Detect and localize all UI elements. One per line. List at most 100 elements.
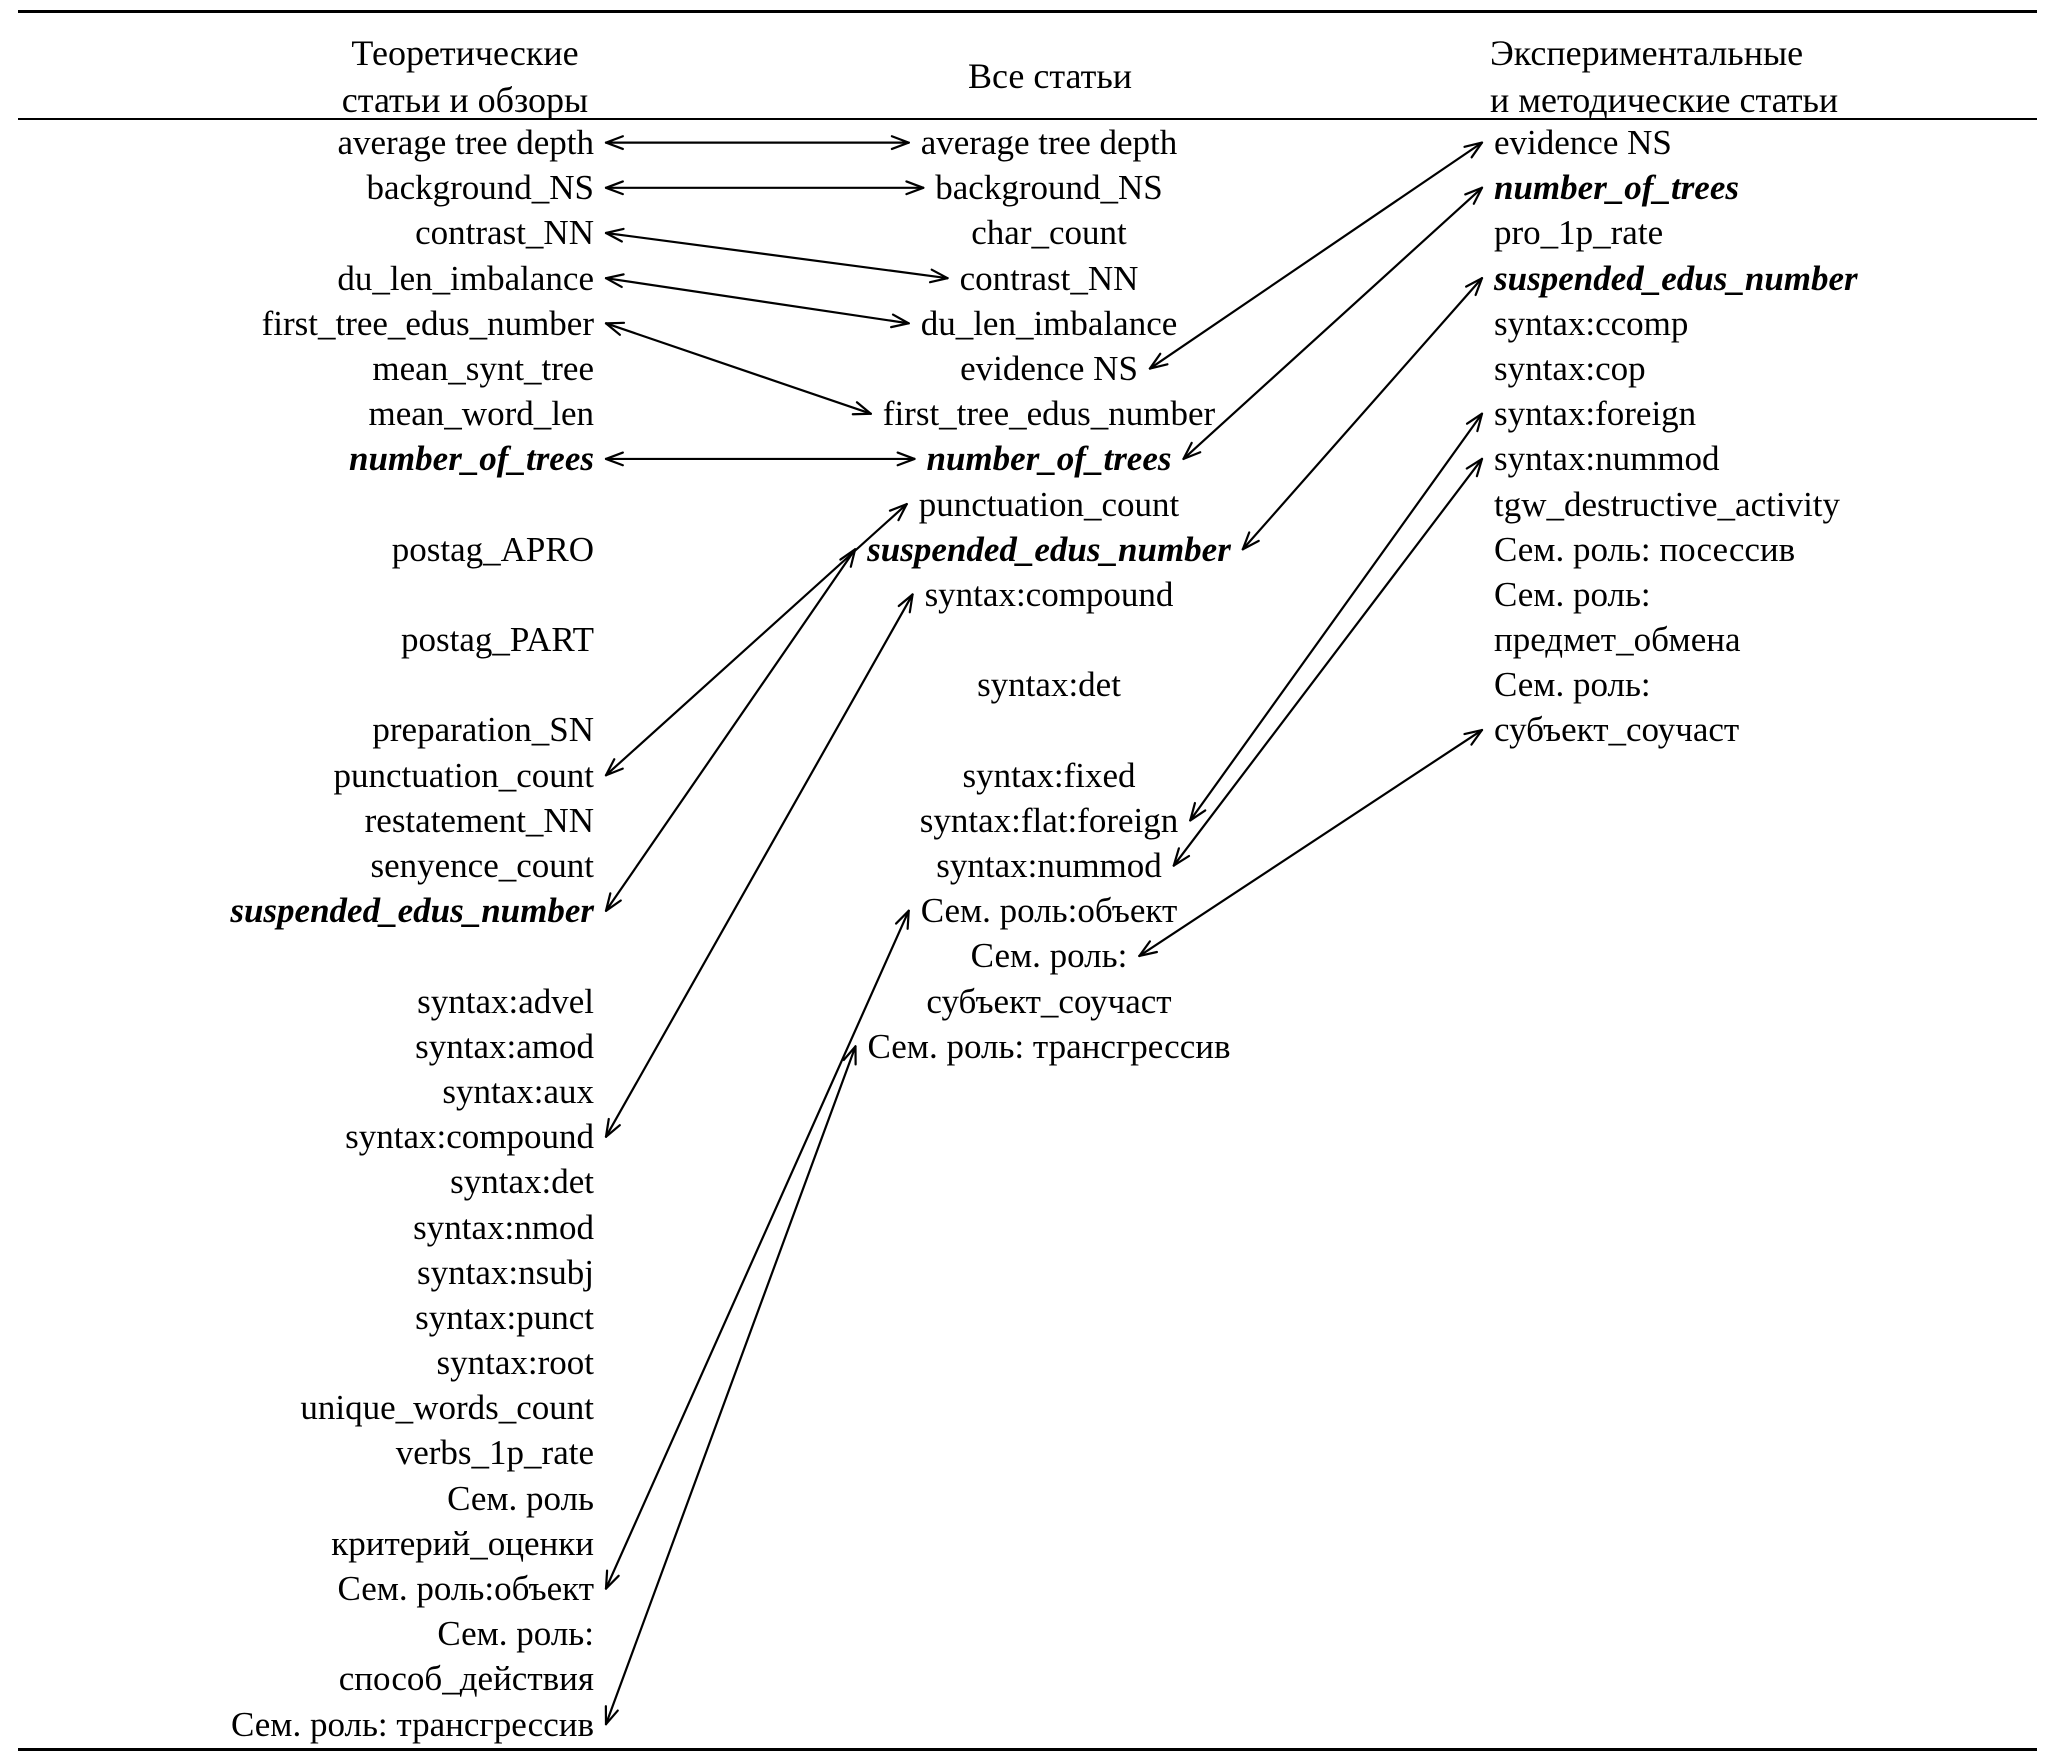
feature-item-text: suspended_edus_number [230, 891, 594, 931]
feature-item: number_of_trees [100, 436, 594, 481]
feature-item: syntax:compound [809, 572, 1289, 617]
feature-item-text: syntax:foreign [1494, 394, 1697, 434]
feature-item: postag_PART [100, 617, 594, 662]
feature-item-text: syntax:nsubj [417, 1252, 594, 1292]
feature-item-blank [809, 617, 1289, 662]
feature-item: senyence_count [100, 843, 594, 888]
feature-item-text: du_len_imbalance [920, 303, 1178, 343]
feature-item-text: Сем. роль: трансгрессив [867, 1026, 1231, 1066]
feature-item-text: Сем. роль: трансгрессив [230, 1704, 594, 1744]
feature-item-text: first_tree_edus_number [261, 303, 594, 343]
feature-item-text: syntax:nummod [936, 846, 1162, 885]
feature-item: background_NS [100, 165, 594, 210]
feature-item: background_NS [809, 165, 1289, 210]
feature-item-text: Сем. роль:объект [920, 891, 1178, 931]
feature-item-text: char_count [971, 213, 1127, 253]
feature-item: Сем. роль: посессив [1494, 527, 2039, 572]
feature-item-text: syntax:nmod [413, 1207, 594, 1247]
feature-item: evidence NS [809, 346, 1289, 391]
feature-item-text: способ_действия [338, 1659, 594, 1699]
feature-item: first_tree_edus_number [809, 391, 1289, 436]
feature-item-blank [100, 482, 594, 527]
feature-item: syntax:cop [1494, 346, 2039, 391]
feature-item: Сем. роль: [809, 933, 1289, 978]
feature-item: syntax:nmod [100, 1205, 594, 1250]
feature-item: Сем. роль: трансгрессив [809, 1024, 1289, 1069]
feature-item-text: mean_word_len [368, 394, 594, 434]
feature-item: first_tree_edus_number [100, 301, 594, 346]
feature-item-text: syntax:root [436, 1343, 594, 1383]
feature-item: syntax:ccomp [1494, 301, 2039, 346]
feature-item-blank [100, 662, 594, 707]
feature-item: contrast_NN [809, 256, 1289, 301]
feature-item: syntax:nummod [809, 843, 1289, 888]
feature-item-text: verbs_1p_rate [395, 1433, 594, 1473]
header-rule [18, 118, 2037, 120]
feature-item: average tree depth [100, 120, 594, 165]
feature-item: syntax:flat:foreign [809, 798, 1289, 843]
feature-item-text: number_of_trees [1494, 168, 1739, 208]
feature-item: Сем. роль:объект [809, 888, 1289, 933]
feature-item-text: background_NS [935, 168, 1163, 208]
feature-item-text: Сем. роль: [1494, 665, 1651, 705]
feature-item-text: syntax:punct [415, 1297, 594, 1337]
feature-item: syntax:compound [100, 1114, 594, 1159]
feature-item-text: syntax:compound [924, 574, 1174, 614]
feature-item-text: Сем. роль: посессив [1494, 529, 1796, 569]
feature-item-text: tgw_destructive_activity [1494, 484, 1841, 524]
column-header-line: статьи и обзоры [341, 80, 589, 120]
feature-item: Сем. роль: [100, 1611, 594, 1656]
feature-item-text: syntax:aux [442, 1071, 594, 1111]
feature-item: du_len_imbalance [809, 301, 1289, 346]
feature-item: syntax:det [100, 1159, 594, 1204]
feature-item: contrast_NN [100, 210, 594, 255]
feature-item-text: syntax:fixed [962, 755, 1136, 795]
feature-item: number_of_trees [809, 436, 1289, 481]
feature-item: number_of_trees [1494, 165, 2039, 210]
feature-item: Сем. роль [100, 1476, 594, 1521]
column-header-line: Экспериментальные [1490, 33, 1804, 73]
feature-item: mean_word_len [100, 391, 594, 436]
feature-item-text: syntax:det [450, 1162, 594, 1202]
feature-item-text: предмет_обмена [1494, 620, 1741, 660]
feature-item: субъект_соучаст [1494, 707, 2039, 752]
feature-item-text: number_of_trees [926, 439, 1172, 479]
feature-item: предмет_обмена [1494, 617, 2039, 662]
feature-item: postag_APRO [100, 527, 594, 572]
feature-item: du_len_imbalance [100, 256, 594, 301]
feature-item-text: syntax:nummod [1494, 439, 1720, 479]
feature-item-text: average tree depth [337, 123, 594, 162]
feature-item: suspended_edus_number [100, 888, 594, 933]
feature-item-text: number_of_trees [349, 439, 594, 479]
feature-item-text: критерий_оценки [331, 1523, 594, 1563]
feature-item: syntax:det [809, 662, 1289, 707]
feature-item: tgw_destructive_activity [1494, 482, 2039, 527]
feature-item: syntax:fixed [809, 753, 1289, 798]
feature-item: syntax:aux [100, 1069, 594, 1114]
feature-item-text: preparation_SN [372, 710, 594, 750]
feature-item: suspended_edus_number [809, 527, 1289, 572]
feature-item: syntax:nummod [1494, 436, 2039, 481]
feature-item: punctuation_count [100, 753, 594, 798]
feature-item: syntax:advel [100, 979, 594, 1024]
feature-item: restatement_NN [100, 798, 594, 843]
feature-item-text: senyence_count [370, 846, 594, 885]
feature-item-text: Сем. роль:объект [337, 1569, 594, 1608]
column-header-line: и методические статьи [1490, 80, 1839, 120]
feature-item-text: syntax:det [977, 665, 1121, 705]
feature-item: syntax:foreign [1494, 391, 2039, 436]
feature-item: pro_1p_rate [1494, 210, 2039, 255]
column-header-line: Теоретические [351, 33, 579, 73]
feature-item: субъект_соучаст [809, 979, 1289, 1024]
column-header-experimental: Экспериментальные и методические статьи [1490, 30, 2050, 124]
feature-item-text: punctuation_count [918, 484, 1180, 524]
feature-item-text: субъект_соучаст [1494, 710, 1740, 750]
feature-item: preparation_SN [100, 707, 594, 752]
feature-item-text: syntax:advel [417, 981, 594, 1021]
feature-item: evidence NS [1494, 120, 2039, 165]
feature-item-text: syntax:amod [415, 1026, 594, 1066]
feature-item-text: mean_synt_tree [372, 348, 594, 388]
